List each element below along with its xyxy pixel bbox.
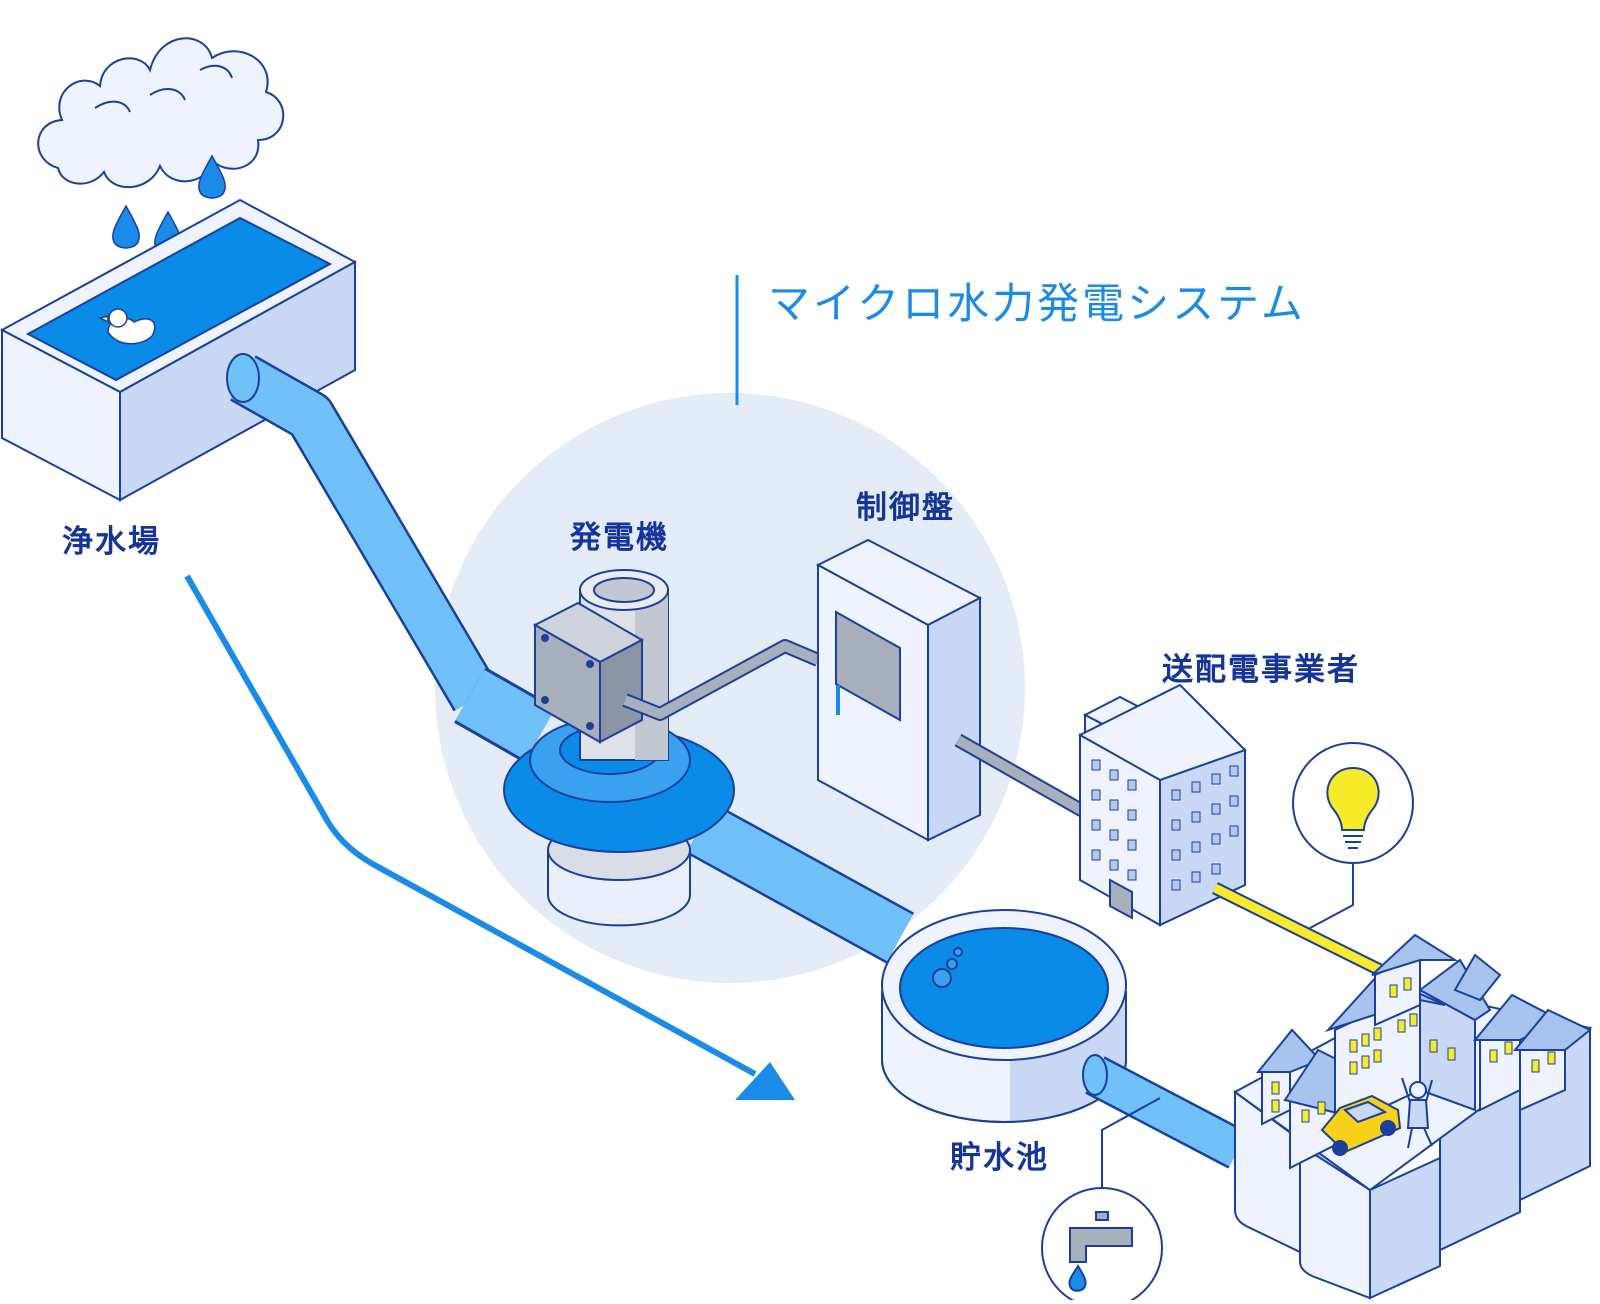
label-reservoir: 貯水池 [950,1140,1049,1176]
process-arrow-head [735,1062,795,1100]
label-water-treatment-plant: 浄水場 [62,524,161,560]
generator-unit [503,569,735,927]
building-windows [1091,759,1239,891]
utility-building [1078,683,1247,927]
diagram-title: マイクロ水力発電システム [768,279,1306,328]
duck-icon [97,308,156,345]
treatment-plant-tank [0,198,358,502]
bulb-leader-line [1309,862,1354,929]
car-icon [1320,1094,1402,1156]
light-bulb-icon [1326,766,1380,849]
control-panel-cabinet [815,538,983,842]
faucet-icon [1068,1211,1133,1292]
person-icon [1401,1077,1433,1149]
lit-windows [1271,977,1556,1123]
cloud-icon [37,37,285,188]
label-utility-operator: 送配電事業者 [1162,652,1360,688]
reservoir-tank [881,909,1127,1123]
process-arrow [184,574,757,1077]
label-generator: 発電機 [570,520,669,556]
faucet-leader-line [1101,1097,1161,1195]
label-control-panel: 制御盤 [856,490,955,526]
